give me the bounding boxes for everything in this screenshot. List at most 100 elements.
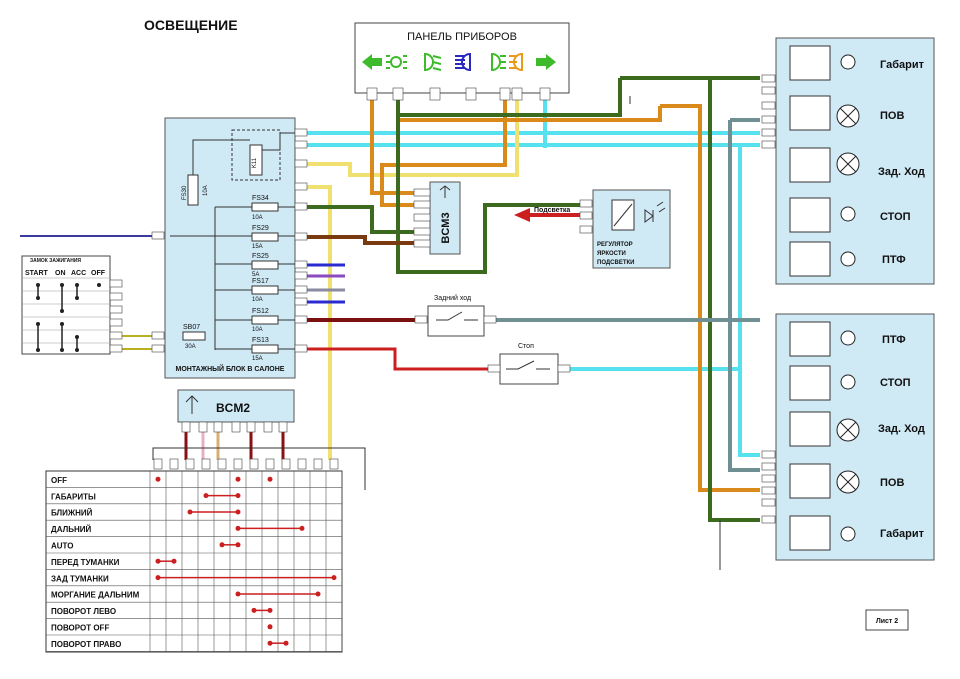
wire-green-link [398,78,622,117]
dimmer-label-3: ПОДСВЕТКИ [597,260,634,266]
switch-contact-dot [203,493,209,499]
wire-yellow-a4 [306,185,332,460]
rear-lamp-label-3: Зад. Ход [878,423,925,435]
ignition-links [37,285,78,350]
wire-orange-2 [380,96,507,207]
led-icon [840,206,856,222]
fuse-box-pins [151,128,308,353]
wire-yellow-a15 [306,96,519,177]
front-lamp-stop [789,197,831,233]
front-lamp-label-3: Зад. Ход [878,166,925,178]
rear-lamp-gabarit [789,515,831,551]
rear-lamp-label-5: Габарит [880,528,925,540]
rear-lamp-fog [789,321,831,357]
switch-contact-dot [283,640,289,646]
switch-table-pin [313,458,323,470]
front-lamps: Габарит ПОВ Зад. Ход СТОП ПТФ [761,37,935,285]
front-lamp-pins [761,74,776,149]
switch-contact-dot [299,525,305,531]
rear-lamp-label-2: СТОП [880,377,911,389]
switch-table-pin [281,458,291,470]
ignition-col-acc: ACC [71,270,86,277]
fog-rear-icon [509,52,523,72]
fuse-fs17-label: FS17 [252,278,269,285]
fuse-fs25: FS25 5A [251,253,279,278]
switch-contact-dot [155,476,161,482]
front-lamp-label-4: СТОП [880,211,911,223]
fuse-fs25-amp: 5A [252,272,259,278]
wire-green-dimmer [396,96,580,274]
bcm2-antenna-icon [185,395,199,414]
led-icon [840,526,856,542]
switch-contact-dot [155,575,161,581]
switch-table-pin [217,458,227,470]
ignition-pins [109,279,123,353]
fuse-fs13: FS13 15A [251,337,279,362]
switch-contact-dot [331,575,337,581]
switch-contact-dot [251,607,257,613]
instrument-panel-pins [366,87,551,101]
switch-table-pin [185,458,195,470]
switch-contact-dot [187,509,193,515]
fuse-fs12-amp: 10A [252,327,263,333]
bcm2: BCM2 [177,389,295,433]
backlight-arrow-label: Подсветка [534,207,570,214]
rear-lamp-label-4: ПОВ [880,477,904,489]
bcm3-pins [413,188,431,248]
switch-contact-dot [219,542,225,548]
relay-wiring [192,132,306,175]
wire-ground [629,96,721,570]
led-icon [840,330,856,346]
dimmer-led-icon [644,201,666,223]
rear-lamp-reverse [789,411,831,447]
switch-contact-dot [315,591,321,597]
backlight-arrow: Подсветка [514,207,582,222]
wire-brown-a17 [306,235,415,245]
switch-row-label: ДАЛЬНИЙ [51,525,91,534]
switch-table-pin [153,458,163,470]
relay-coil [249,144,263,176]
instrument-panel-title: ПАНЕЛЬ ПРИБОРОВ [407,31,517,43]
fuse-fs30-amp: 10A [203,185,209,196]
reverse-switch-label: Задний ход [434,294,471,302]
fuse-fs17-amp: 10A [252,297,263,303]
switch-table-pin [297,458,307,470]
switch-row-label: ПОВОРОТ ПРАВО [51,640,121,649]
stop-switch-label: Стоп [518,343,534,350]
switch-table-pin [329,458,339,470]
relay-k11 [231,129,281,181]
low-beam-icon [424,52,442,72]
ignition-col-off: OFF [91,270,106,277]
front-lamp-gabarit [789,45,831,81]
reverse-switch: Задний ход [414,294,497,337]
fuse-fs13-amp: 15A [252,356,263,362]
bcm3-antenna-icon [439,185,451,198]
switch-contact-dot [267,476,273,482]
wire-ground-table [152,447,366,490]
switch-row-label: ПЕРЕД ТУМАНКИ [51,558,120,567]
dimmer: РЕГУЛЯТОР ЯРКОСТИ ПОДСВЕТКИ [579,189,671,269]
sheet-box [865,609,909,631]
switch-table-pin [265,458,275,470]
switch-contact-dot [235,509,241,515]
front-lamp-icons [836,54,860,267]
fuse-box-title: МОНТАЖНЫЙ БЛОК В САЛОНЕ [176,364,285,373]
turn-right-icon [536,54,556,70]
ignition-col-on: ON [55,270,66,277]
fuse-fs30 [187,174,199,206]
wire-red-c8 [306,347,495,371]
fuse-fs12: FS12 10A [251,308,279,333]
wire-orange-pov [660,104,760,492]
fuse-fs12-label: FS12 [252,308,269,315]
switch-row-label: OFF [51,476,67,485]
breaker-sb07-amp: 30A [185,344,196,350]
switch-contact-dot [155,558,161,564]
ignition-grid [22,277,110,344]
switch-row-label: БЛИЖНИЙ [51,509,93,518]
fuse-fs34-amp: 10A [252,215,263,221]
switch-contact-dot [235,476,241,482]
switch-table-frame [45,470,343,653]
fuse-box: МОНТАЖНЫЙ БЛОК В САЛОНЕ K11 FS30 10A FS3… [151,117,308,379]
fuse-fs13-label: FS13 [252,337,269,344]
